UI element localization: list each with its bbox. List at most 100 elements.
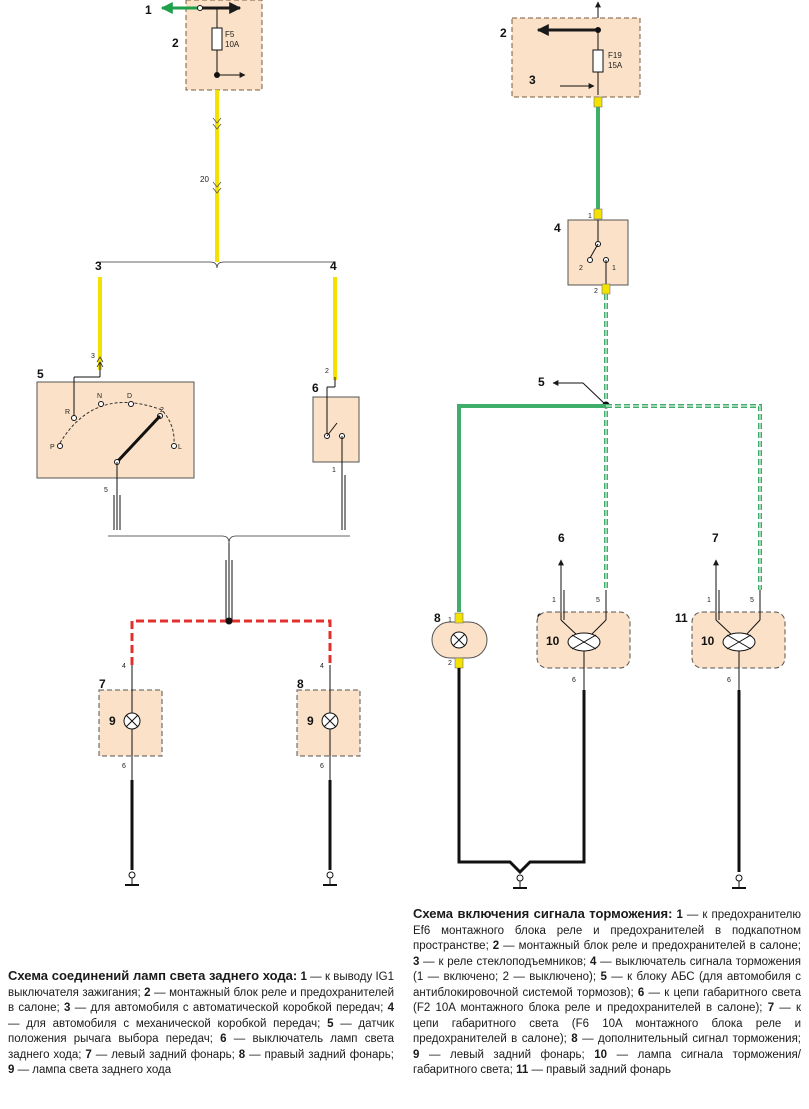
label-5-left: 5 bbox=[37, 367, 44, 381]
caption-left-item-num: 4 bbox=[387, 1002, 394, 1014]
svg-text:2: 2 bbox=[594, 288, 598, 295]
caption-right-item-num: 2 bbox=[492, 940, 500, 952]
svg-text:1: 1 bbox=[448, 617, 452, 624]
caption-right-item-num: 7 bbox=[767, 1002, 775, 1014]
caption-right-item-num: 3 bbox=[413, 955, 420, 968]
caption-left-item-text: — левый задний фонарь; bbox=[91, 1048, 239, 1061]
caption-left-item-num: 3 bbox=[64, 1002, 71, 1014]
label-2-left: 2 bbox=[172, 36, 179, 50]
caption-right-item-num: 10 bbox=[594, 1048, 608, 1061]
caption-left-item-num: 5 bbox=[327, 1017, 334, 1030]
caption-right-item-text: — выключатель сигнала торможения (1 — вк… bbox=[413, 955, 801, 984]
caption-left-item-text: — монтажный блок реле и предохранителей … bbox=[8, 986, 395, 1015]
caption-left-item-text: — лампа света заднего хода bbox=[14, 1064, 172, 1076]
svg-text:3: 3 bbox=[91, 353, 95, 360]
svg-text:5: 5 bbox=[596, 597, 600, 604]
label-4-right: 4 bbox=[554, 221, 561, 235]
caption-left-item-text: — датчик положения рычага выбора передач… bbox=[8, 1017, 394, 1046]
caption-left-item-num: 7 bbox=[85, 1048, 92, 1061]
fuse-f19-icon bbox=[592, 49, 604, 73]
svg-text:1: 1 bbox=[552, 597, 556, 604]
wire-number: 20 bbox=[200, 175, 209, 184]
caption-right-item-text: — монтажный блок реле и предохранителей … bbox=[499, 940, 801, 952]
label-6-left: 6 bbox=[312, 381, 319, 395]
label-10b-right: 10 bbox=[701, 634, 715, 648]
wire-red-dashed bbox=[130, 619, 332, 665]
caption-right-item-text: — к цепи габаритного света (F6 10A монта… bbox=[413, 1002, 802, 1045]
caption-right-items: 1 — к предохранителю Ef6 монтажного блок… bbox=[413, 909, 801, 1076]
svg-text:6: 6 bbox=[572, 677, 576, 684]
fuse-f5-icon bbox=[211, 27, 223, 51]
fuse-f19-name: F19 bbox=[608, 51, 622, 60]
svg-text:N: N bbox=[97, 393, 102, 400]
caption-left-title: Схема соединений ламп света заднего хода… bbox=[8, 968, 298, 983]
fuse-f5-rating: 10A bbox=[225, 40, 240, 49]
label-7-right: 7 bbox=[712, 531, 719, 545]
svg-text:5: 5 bbox=[104, 487, 108, 494]
label-8-right: 8 bbox=[434, 611, 441, 625]
label-2-right: 2 bbox=[500, 26, 507, 40]
caption-right-item-text: — лампа сигнала торможения/габаритного с… bbox=[413, 1048, 801, 1077]
svg-text:2: 2 bbox=[325, 368, 329, 375]
label-10a-right: 10 bbox=[546, 634, 560, 648]
caption-right-item-text: — к предохранителю Ef6 монтажного блока … bbox=[413, 909, 802, 952]
svg-text:1: 1 bbox=[707, 597, 711, 604]
svg-text:1: 1 bbox=[588, 213, 592, 220]
caption-left-item-text: — выключатель ламп света заднего хода; bbox=[8, 1033, 394, 1061]
caption-left-item-num: 1 bbox=[300, 971, 307, 983]
label-3-left: 3 bbox=[95, 259, 102, 273]
caption-right-item-text: — к блоку АБС (для автомобиля с антиблок… bbox=[413, 971, 801, 999]
svg-text:1: 1 bbox=[332, 467, 336, 474]
fuse-f5-name: F5 bbox=[225, 30, 235, 39]
caption-right-item-num: 4 bbox=[589, 955, 597, 968]
caption-right-item-text: — к цепи габаритного света (F2 10A монта… bbox=[413, 986, 801, 1015]
svg-text:4: 4 bbox=[122, 663, 126, 670]
svg-text:4: 4 bbox=[320, 663, 324, 670]
caption-right-item-num: 1 bbox=[676, 909, 683, 921]
caption-right-item-num: 9 bbox=[413, 1048, 420, 1061]
left-diagram: F5 10A 20 3 4 5 3 P R N D 2 L bbox=[36, 0, 361, 886]
caption-right-item-text: — к реле стеклоподъемников; bbox=[419, 955, 590, 968]
caption-right-item-num: 5 bbox=[600, 971, 607, 983]
caption-right-title: Схема включения сигнала торможения: bbox=[413, 906, 673, 921]
svg-text:2: 2 bbox=[579, 265, 583, 272]
caption-left-item-num: 2 bbox=[144, 986, 151, 999]
label-8-left: 8 bbox=[297, 677, 304, 691]
relay-box-2-left bbox=[185, 0, 263, 91]
label-3-right: 3 bbox=[529, 73, 536, 87]
label-6-right: 6 bbox=[558, 531, 565, 545]
caption-left-item-text: — для автомобиля с механической коробкой… bbox=[8, 1017, 328, 1030]
label-1-left: 1 bbox=[145, 3, 152, 17]
svg-text:5: 5 bbox=[750, 597, 754, 604]
svg-text:L: L bbox=[178, 444, 182, 451]
svg-text:6: 6 bbox=[320, 763, 324, 770]
caption-left-item-num: 6 bbox=[220, 1033, 227, 1045]
label-9b-left: 9 bbox=[307, 714, 314, 728]
caption-right: Схема включения сигнала торможения: 1 — … bbox=[413, 906, 801, 1079]
label-5-right: 5 bbox=[538, 375, 545, 389]
label-11-right: 11 bbox=[675, 611, 688, 625]
caption-right-item-num: 8 bbox=[571, 1033, 578, 1045]
svg-text:D: D bbox=[127, 393, 132, 400]
caption-right-item-text: — дополнительный сигнал торможения; bbox=[577, 1033, 801, 1045]
caption-left-item-num: 9 bbox=[8, 1064, 15, 1076]
caption-left-item-text: — правый задний фонарь; bbox=[245, 1048, 394, 1061]
svg-text:6: 6 bbox=[122, 763, 126, 770]
caption-left: Схема соединений ламп света заднего хода… bbox=[8, 968, 394, 1079]
caption-right-item-text: — левый задний фонарь; bbox=[419, 1048, 595, 1061]
caption-left-item-text: — к выводу IG1 выключателя зажигания; bbox=[8, 971, 395, 999]
svg-text:6: 6 bbox=[727, 677, 731, 684]
right-diagram: 2 F19 15A 3 4 1 2 1 2 5 bbox=[431, 1, 786, 889]
svg-text:2: 2 bbox=[448, 660, 452, 667]
caption-left-items: 1 — к выводу IG1 выключателя зажигания; … bbox=[8, 971, 394, 1076]
fuse-f19-rating: 15A bbox=[608, 61, 623, 70]
reverse-light-switch bbox=[312, 396, 360, 463]
svg-text:2: 2 bbox=[160, 407, 164, 414]
caption-right-item-num: 6 bbox=[637, 986, 645, 999]
svg-text:R: R bbox=[65, 409, 70, 416]
label-7-left: 7 bbox=[99, 677, 106, 691]
caption-left-item-num: 8 bbox=[238, 1048, 246, 1061]
label-4-left: 4 bbox=[330, 259, 337, 273]
caption-right-item-num: 11 bbox=[516, 1064, 529, 1076]
